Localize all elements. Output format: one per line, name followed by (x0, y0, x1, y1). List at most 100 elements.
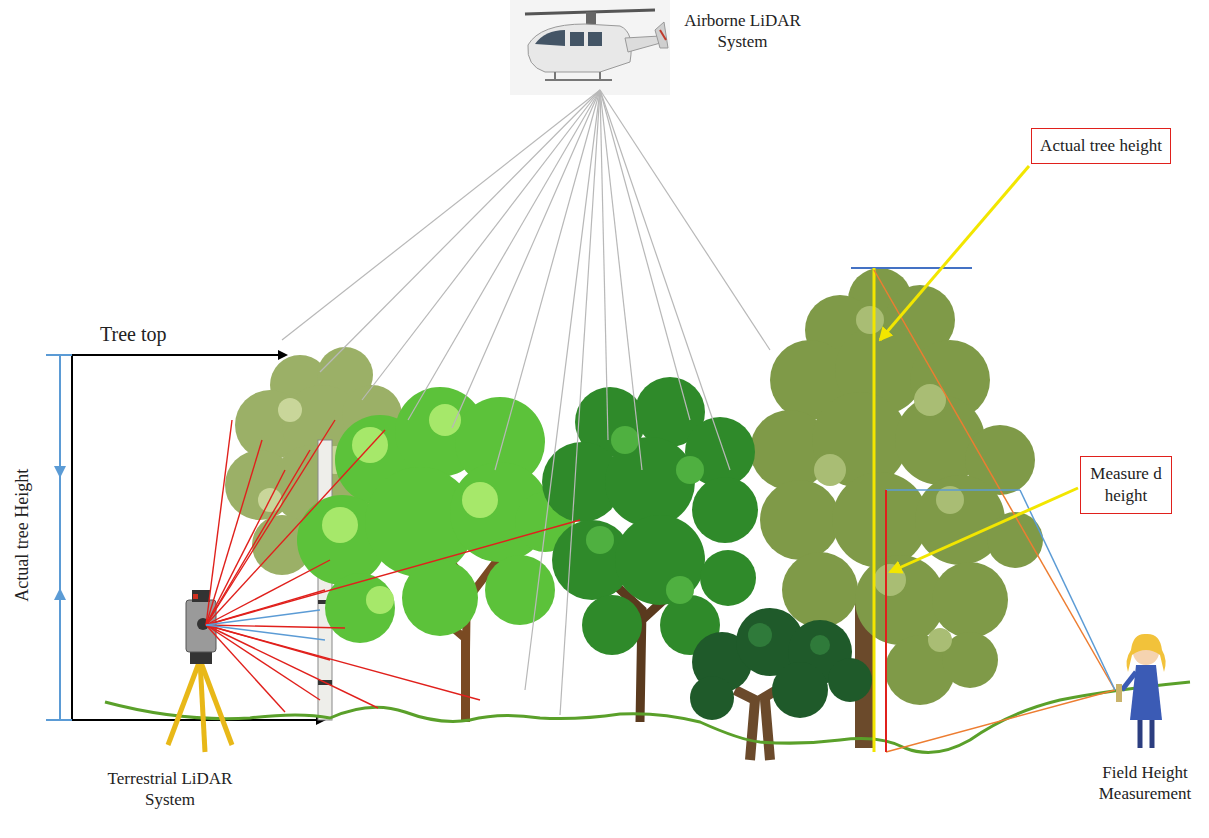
airborne-beams-part (452, 90, 600, 428)
tall-tree-part-part (814, 454, 846, 486)
callout-box: Actual tree height (1031, 128, 1171, 164)
terrestrial-beams-part (206, 520, 580, 625)
callout-leaders-part (880, 166, 1029, 340)
airborne-beams-part (600, 90, 642, 470)
height-bracket-part (59, 355, 61, 720)
system-label: Terrestrial LiDAR System (95, 768, 245, 811)
airborne-beams-part (282, 90, 600, 340)
bright-tree-part (297, 387, 575, 643)
dark-tree-part-part (700, 550, 756, 606)
helicopter-part (570, 32, 584, 46)
bright-tree-part-part (322, 507, 358, 543)
dark-tree-part-part (586, 526, 614, 554)
system-label: Field Height Measurement (1083, 762, 1207, 805)
dark-tree-part-part (615, 515, 705, 605)
small-tree (690, 608, 872, 760)
annotation-label: Tree top (100, 322, 210, 347)
airborne-beams (282, 90, 770, 715)
tall-tree-part-part (782, 552, 858, 628)
airborne-beams-part (600, 90, 690, 420)
small-tree-part-part (772, 662, 828, 718)
field-measurement-lines-part (874, 270, 1115, 690)
airborne-beams-part (525, 90, 600, 690)
dark-tree-part-part (692, 477, 758, 543)
terrestrial-beams-part (206, 625, 378, 708)
small-tree-part (735, 688, 780, 760)
airborne-beams-part (600, 90, 730, 470)
tall-tree-part-part (856, 306, 884, 334)
terrestrial-beams-part (206, 590, 325, 625)
callout-text: Actual tree height (1040, 135, 1162, 157)
field-measurement-lines-part (886, 489, 1020, 491)
tall-tree-part-part (874, 564, 906, 596)
height-bracket-part (46, 719, 72, 721)
airborne-beams-part (362, 90, 600, 400)
tall-tree-part-part (812, 392, 908, 488)
terrestrial-scanner (168, 590, 232, 752)
airborne-beams-part (560, 90, 600, 715)
terrestrial-scanner-part (168, 660, 232, 752)
system-label: Airborne LiDAR System (680, 10, 805, 53)
height-bracket-part (46, 354, 72, 356)
bright-tree-part-part (402, 560, 478, 636)
helicopter-part (554, 72, 556, 80)
terrestrial-beams-blue (206, 610, 325, 640)
dark-tree-part (542, 377, 758, 655)
tall-tree-part (814, 306, 964, 652)
height-bracket-part (72, 354, 286, 356)
airborne-beams-part (495, 90, 600, 470)
terrestrial-scanner-part-part (200, 660, 205, 752)
height-bracket-part (59, 594, 61, 625)
terrestrial-beams-part (206, 625, 285, 712)
dark-tree-part-part (611, 426, 639, 454)
helicopter (510, 0, 670, 95)
birch-tree-part-part (278, 398, 302, 422)
small-tree-part (690, 608, 872, 720)
callout-box: Measure d height (1080, 456, 1172, 514)
bright-tree-part (461, 640, 470, 722)
dark-tree (542, 377, 758, 722)
terrestrial-beams-part (206, 420, 232, 625)
height-bracket-part (71, 355, 73, 720)
airborne-beams-part (408, 90, 600, 420)
field-measurement-lines (851, 268, 1115, 752)
small-tree-part-part (810, 635, 830, 655)
callout-text: Measure d height (1089, 463, 1163, 507)
bright-tree-part (322, 404, 498, 614)
callout-leaders (880, 166, 1078, 572)
terrestrial-beams-part (206, 625, 480, 700)
bright-tree (297, 387, 575, 722)
airborne-beams-part (600, 90, 770, 350)
helicopter-part (660, 30, 666, 40)
terrestrial-beams (206, 420, 580, 712)
bright-tree-part-part (429, 404, 461, 436)
small-tree-part-part (828, 658, 872, 702)
airborne-beams-part (600, 90, 608, 440)
dark-tree-part-part (582, 595, 642, 655)
field-person-part (1116, 684, 1122, 702)
terrestrial-beams-part (206, 430, 385, 625)
terrestrial-beams-blue-part (206, 610, 320, 625)
bright-tree-part-part (485, 555, 555, 625)
dark-tree-part (586, 426, 704, 604)
height-bracket (46, 355, 324, 720)
field-measurement-lines-part (873, 268, 876, 752)
field-person (1116, 634, 1166, 748)
field-measurement-lines-part (851, 267, 972, 269)
small-tree-part (748, 623, 830, 655)
tall-tree-part-part (914, 384, 946, 416)
callout-leaders-part (890, 488, 1078, 572)
bright-tree-part-part (462, 482, 498, 518)
helicopter-part (655, 22, 668, 48)
helicopter-part (528, 24, 631, 72)
height-bracket-part (59, 440, 61, 472)
helicopter-part (510, 0, 670, 95)
helicopter-part (599, 72, 601, 80)
terrestrial-beams-part (206, 560, 330, 625)
tall-tree-part-part (928, 628, 952, 652)
terrestrial-scanner-part (193, 594, 198, 599)
terrestrial-beams-blue-part (206, 625, 325, 640)
terrestrial-scanner-part (192, 590, 210, 602)
